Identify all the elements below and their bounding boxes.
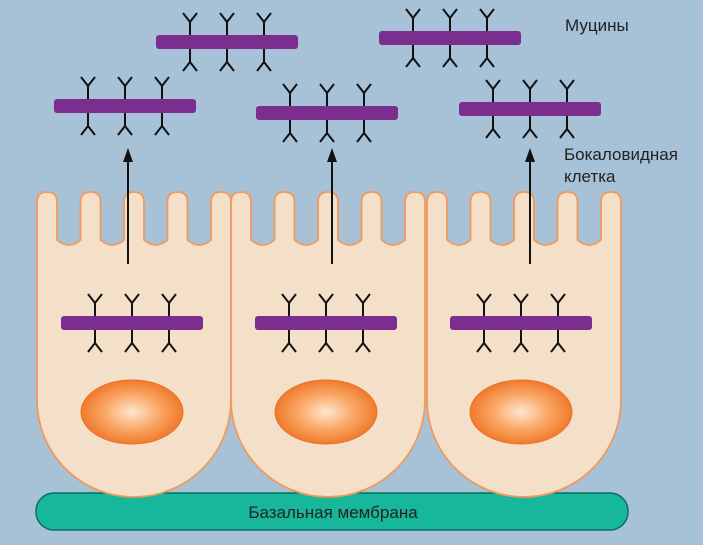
- nucleus-icon: [469, 379, 573, 445]
- goblet-cell-label: Бокаловидная клетка: [564, 144, 694, 188]
- mucin-glycoprotein-icon: [255, 293, 397, 353]
- mucin-glycoprotein-icon: [379, 8, 521, 68]
- nucleus-icon: [80, 379, 184, 445]
- mucins-label: Муцины: [565, 16, 629, 35]
- mucin-glycoprotein-icon: [54, 76, 196, 136]
- mucin-glycoprotein-icon: [156, 12, 298, 72]
- secretion-arrow-icon: [525, 148, 535, 264]
- mucin-glycoprotein-icon: [256, 83, 398, 143]
- goblet-cell: [426, 191, 622, 498]
- goblet-cell-label-line1: Бокаловидная: [564, 145, 678, 164]
- mucin-glycoprotein-icon: [61, 293, 203, 353]
- mucin-glycoprotein-icon: [459, 79, 601, 139]
- mucin-glycoprotein-icon: [450, 293, 592, 353]
- goblet-cells: [36, 191, 622, 498]
- secretion-arrow-icon: [327, 148, 337, 264]
- intracellular-contents: [61, 293, 592, 445]
- goblet-cell-label-line2: клетка: [564, 167, 616, 186]
- secreted-mucins: [54, 8, 601, 143]
- secretion-arrows: [123, 148, 535, 264]
- nucleus-icon: [274, 379, 378, 445]
- secretion-arrow-icon: [123, 148, 133, 264]
- basal-membrane-label: Базальная мембрана: [248, 503, 418, 522]
